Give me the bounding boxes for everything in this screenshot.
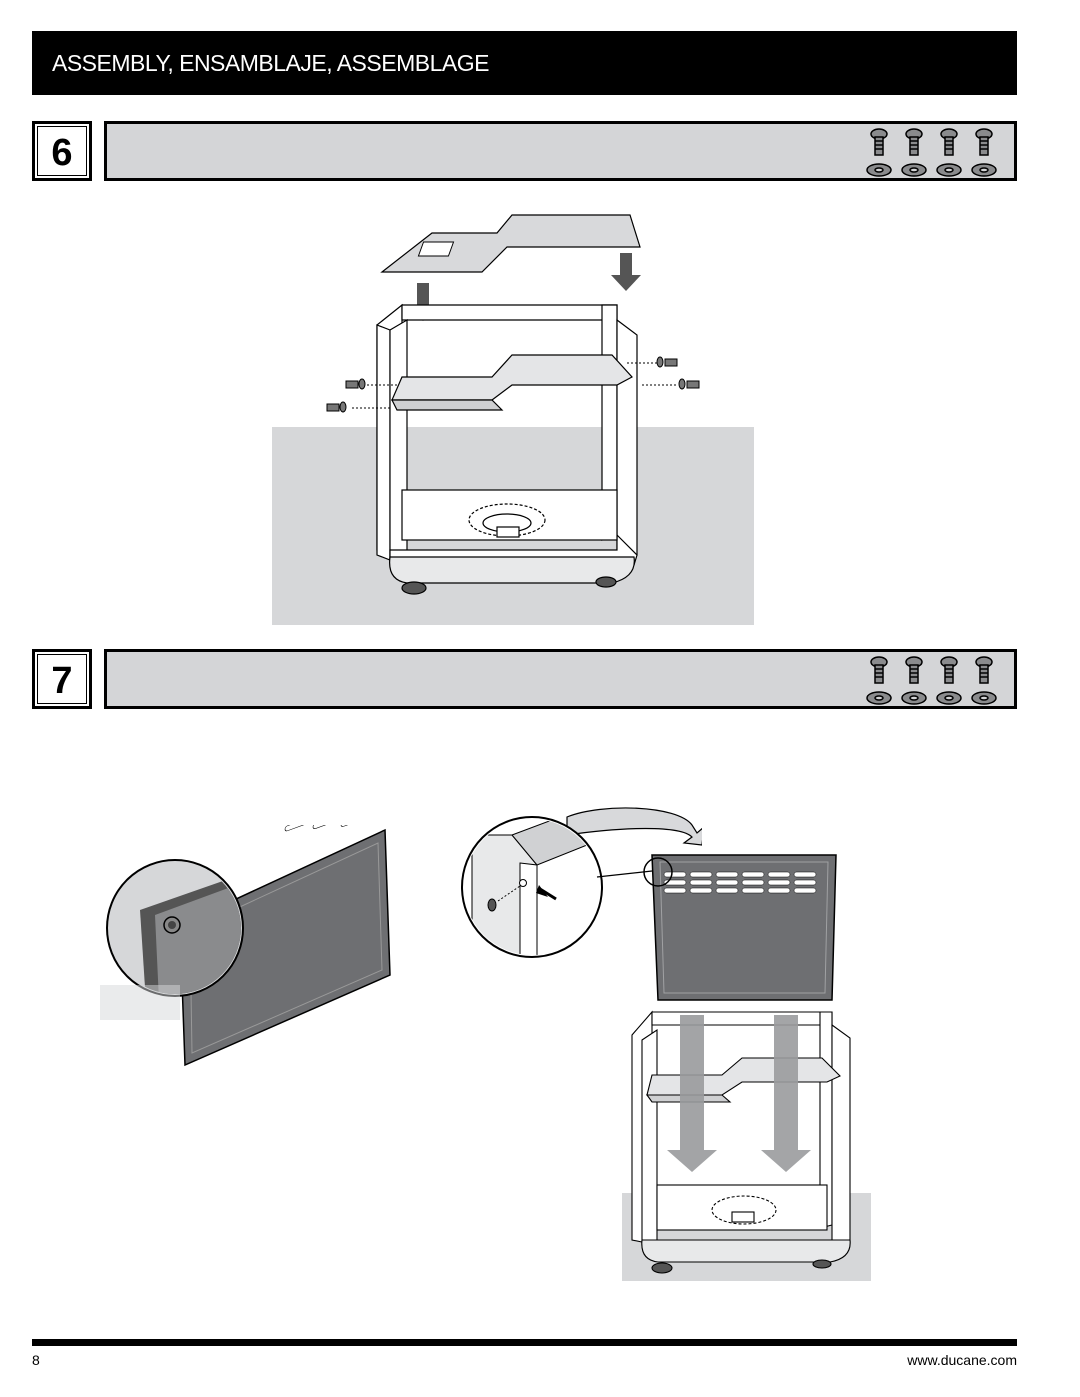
step-7-corner-detail-illustration [461, 807, 702, 958]
step-7-cart-illustration [622, 854, 871, 1281]
step-7-number-box: 7 [32, 649, 92, 709]
step-6-number-box: 6 [32, 121, 92, 181]
step-6-number: 6 [51, 132, 73, 174]
step-6-cart-illustration [272, 214, 754, 625]
step-7-hardware-icon [866, 656, 997, 705]
footer-rule [32, 1339, 1017, 1346]
step-6-hardware-icon [866, 128, 997, 177]
step-7-panel-detail-illustration [100, 825, 391, 1067]
step-6-bar [104, 121, 1017, 181]
step-7-number: 7 [51, 660, 73, 702]
section-header: ASSEMBLY, ENSAMBLAJE, ASSEMBLAGE [32, 31, 1017, 95]
page-number: 8 [32, 1352, 40, 1368]
step-7-bar [104, 649, 1017, 709]
section-title: ASSEMBLY, ENSAMBLAJE, ASSEMBLAGE [52, 50, 489, 76]
website-link[interactable]: www.ducane.com [907, 1352, 1017, 1368]
